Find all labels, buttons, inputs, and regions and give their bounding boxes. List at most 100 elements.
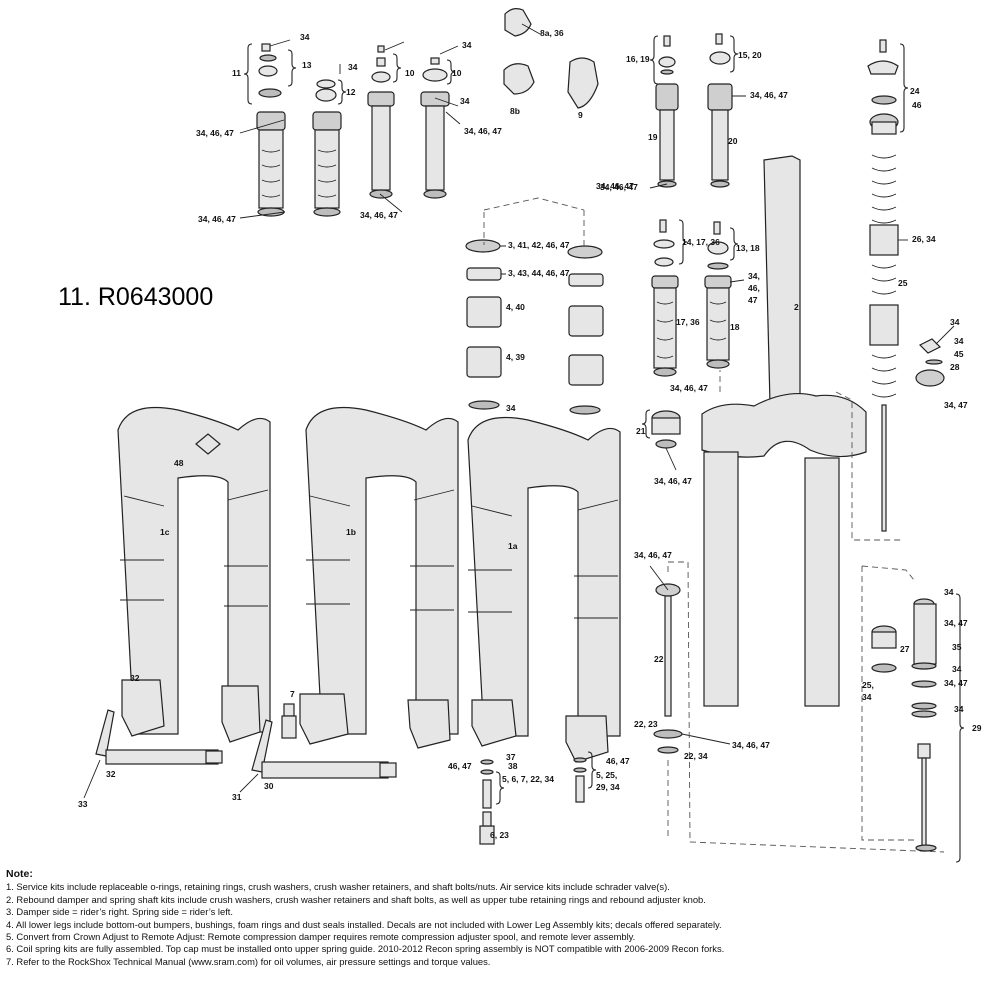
callout-label: 13, 18 [736,243,760,253]
callout-label: 29, 34 [596,782,620,792]
upper-assembly-17-18 [651,219,745,377]
callout-label: 20 [728,136,738,146]
callout-label: 34, 46, 47 [198,214,236,224]
note-item: 5. Convert from Crown Adjust to Remote A… [6,931,636,943]
callout-label: 7 [290,689,295,699]
callout-label: 38 [508,761,518,771]
callout-label: 46 [912,100,922,110]
callout-label: 48 [174,458,184,468]
callout-label: 3, 41, 42, 46, 47 [508,240,570,250]
seals-and-bushings [465,197,604,415]
callout-label: 25 [898,278,908,288]
coil-spring-assembly [867,39,955,532]
callout-label: 27 [900,644,910,654]
callout-label: 32 [106,769,116,779]
callout-label: 4, 39 [506,352,525,362]
callout-label: 17, 36 [676,317,700,327]
rebound-shaft-22 [649,561,945,853]
callout-label: 34, 46, 47 [464,126,502,136]
callout-label: 34 [944,587,954,597]
callout-label: 18 [730,322,740,332]
through-axles [83,703,397,799]
callout-label: 34 [862,692,872,702]
callout-label: 12 [346,87,356,97]
callout-label: 34, 46, 47 [360,210,398,220]
callout-label: 47 [748,295,758,305]
callout-label: 46, 47 [606,756,630,766]
callout-label: 34, 46, 47 [732,740,770,750]
top-damper-assemblies [239,39,461,219]
callout-label: 14, 17, 36 [682,237,720,247]
callout-label: 34 [954,336,964,346]
callout-label: 37 [506,752,516,762]
seal-kit-21 [641,409,681,471]
callout-label: 1c [160,527,170,537]
crown-steerer-assembly [701,155,902,707]
callout-label: 22, 23 [634,719,658,729]
note-item: 1. Service kits include replaceable o-ri… [6,881,670,893]
callout-label: 34 [460,96,470,106]
bottom-bolts [479,751,597,845]
callout-label: 25, [862,680,874,690]
callout-label: 21 [636,426,646,436]
spring-shaft-29 [861,565,965,863]
callout-label: 10 [405,68,415,78]
callout-label: 15, 20 [738,50,762,60]
callout-label: 34 [952,664,962,674]
callout-label: 22 [654,654,664,664]
lower-legs [117,406,621,763]
callout-label: 13 [302,60,312,70]
callout-label: 34, 47 [944,618,968,628]
callout-label: 32 [130,673,140,683]
notes-section: Note: 1. Service kits include replaceabl… [6,868,978,968]
callout-label: 6, 23 [490,830,509,840]
callout-label: 26, 34 [912,234,936,244]
callout-label: 34 [348,62,358,72]
callout-label: 16, 19 [626,54,650,64]
callout-label: 34, 46, 47 [670,383,708,393]
callout-label: 24 [910,86,920,96]
callout-label: 34, 46, 47 [596,181,634,191]
callout-label: 8b [510,106,520,116]
callout-label: 5, 25, [596,770,617,780]
remote-lever-parts [503,8,599,109]
callout-label: 34 [506,403,516,413]
callout-label: 5, 6, 7, 22, 34 [502,774,554,784]
callout-label: 1b [346,527,356,537]
callout-label: 34 [300,32,310,42]
notes-list: 1. Service kits include replaceable o-ri… [6,881,978,968]
callout-label: 34 [462,40,472,50]
callout-label: 46, [748,283,760,293]
callout-label: 11 [232,68,241,78]
callout-label: 28 [950,362,960,372]
note-item: 3. Damper side = rider’s right. Spring s… [6,906,234,918]
callout-label: 34, 46, 47 [196,128,234,138]
callout-label: 45 [954,349,964,359]
callout-label: 3, 43, 44, 46, 47 [508,268,570,278]
callout-label: 8a, 36 [540,28,564,38]
callout-label: 1a [508,541,518,551]
callout-label: 34, 46, 47 [750,90,788,100]
notes-title: Note: [6,868,33,880]
callout-label: 34 [954,704,964,714]
callout-label: 29 [972,723,982,733]
callout-label: 2 [794,302,799,312]
callout-label: 30 [264,781,274,791]
callout-label: 34, 47 [944,400,968,410]
callout-label: 34 [950,317,960,327]
callout-label: 34, 46, 47 [634,550,672,560]
note-item: 7. Refer to the RockShox Technical Manua… [6,955,491,967]
kit-number: 11. R0643000 [58,283,214,311]
note-item: 2. Rebound damper and spring shaft kits … [6,893,706,905]
note-item: 4. All lower legs include bottom-out bum… [6,918,722,930]
callout-label: 9 [578,110,583,120]
callout-label: 31 [232,792,242,802]
callout-label: 22, 34 [684,751,708,761]
callout-label: 4, 40 [506,302,525,312]
callout-label: 19 [648,132,658,142]
damper-shafts-19-20 [649,33,746,189]
callout-label: 46, 47 [448,761,472,771]
callout-label: 34, [748,271,760,281]
